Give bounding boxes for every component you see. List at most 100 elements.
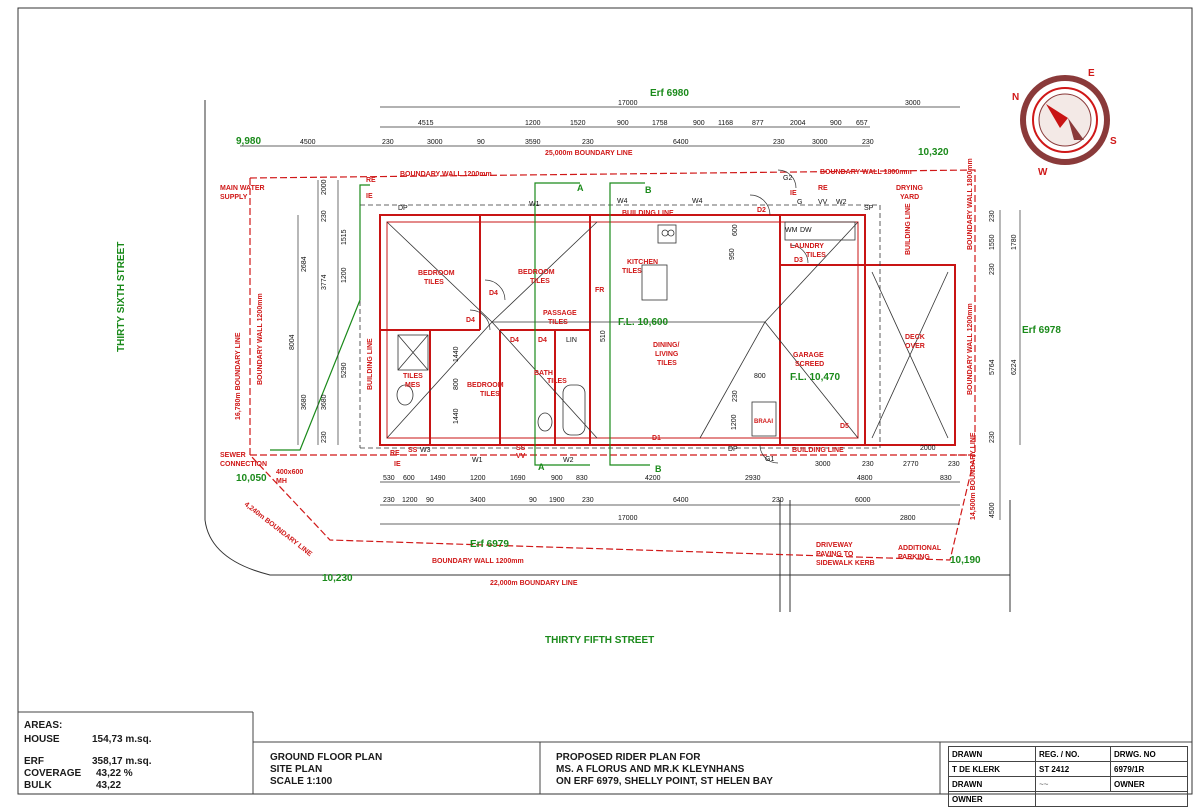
dim: 230: [582, 139, 594, 146]
dim: 90: [529, 497, 537, 504]
tag: W3: [420, 447, 431, 454]
dim: 1200: [402, 497, 418, 504]
site-boundary: [249, 169, 976, 561]
tag: D4: [489, 290, 498, 297]
dimension-lines: [240, 106, 1021, 525]
section-b-top: B: [645, 185, 652, 195]
level-sw: 10,050: [236, 473, 267, 484]
room-bedroom1-l1: BEDROOM: [418, 270, 455, 277]
tag: W4: [617, 198, 628, 205]
tag: W4: [692, 198, 703, 205]
room-tilesmes-l1: TILES: [403, 373, 423, 380]
additional-line2: PARKING: [898, 554, 930, 561]
dim: 230: [862, 461, 874, 468]
boundary-wall-right-lower: BOUNDARY WALL 1200mm: [967, 303, 974, 395]
main-water-label: MAIN WATER: [220, 185, 265, 192]
connection-label: CONNECTION: [220, 461, 267, 468]
dim: 1490: [430, 475, 446, 482]
building-line-bottom: BUILDING LINE: [792, 447, 844, 454]
building-line-left: BUILDING LINE: [367, 338, 374, 390]
dim: 4515: [418, 120, 434, 127]
dim: 1440: [453, 408, 460, 424]
dim: 3590: [525, 139, 541, 146]
compass-w: W: [1038, 167, 1048, 178]
room-kitchen-l2: TILES: [622, 268, 642, 275]
dim: 230: [989, 210, 996, 222]
dim: 6224: [1011, 359, 1018, 375]
room-bedroom3-l2: TILES: [480, 391, 500, 398]
dim: 900: [693, 120, 705, 127]
row3-drawn: DRAWN: [948, 776, 1036, 792]
title-block-frames: [18, 711, 1192, 794]
dim-left-col: 2000 230 1515 2684 1200 3774 8004 5290 3…: [289, 179, 348, 443]
signature-cell: ~~: [1034, 776, 1112, 792]
dim: 3680: [321, 394, 328, 410]
window-tags: W1 W1 W2 W2 W3 W4 W4: [420, 198, 847, 464]
boundary-wall-bottom: BOUNDARY WALL 1200mm: [432, 558, 524, 565]
dim: 1690: [510, 475, 526, 482]
dim: 3680: [301, 394, 308, 410]
boundary-wall-top: BOUNDARY WALL 1200mm: [400, 171, 492, 178]
tag: G2: [783, 175, 792, 182]
sewer-label: SEWER: [220, 452, 246, 459]
erf-north-label: Erf 6980: [650, 88, 689, 99]
tag: D3: [794, 257, 803, 264]
boundary-wall-top-right: BOUNDARY WALL 1800mm: [820, 169, 912, 176]
tag: WM: [785, 227, 798, 234]
dim: 1200: [525, 120, 541, 127]
laundry-counter: [784, 221, 856, 241]
tag: DW: [800, 227, 812, 234]
room-dining-l3: TILES: [657, 360, 677, 367]
section-a-top: A: [577, 183, 584, 193]
dim: 4500: [300, 139, 316, 146]
dim: 90: [426, 497, 434, 504]
owner-signature-cell: [1034, 791, 1189, 807]
tag: IE: [790, 190, 797, 197]
plan-subtitle: SITE PLAN: [270, 764, 323, 775]
dim: 657: [856, 120, 868, 127]
dim: 2930: [745, 475, 761, 482]
level-se: 10,190: [950, 555, 981, 566]
dim-top-row1: 4515 1200 1520 900 1758 900 1168 877 200…: [418, 120, 868, 127]
dim: 4500: [989, 502, 996, 518]
dim: 1515: [341, 229, 348, 245]
dim: 2770: [903, 461, 919, 468]
roof-diagonals: [386, 221, 949, 439]
dim-bottom-extra-b: 2000: [920, 445, 936, 452]
dim: 230: [382, 139, 394, 146]
tag: SP: [864, 205, 874, 212]
bulk-label: BULK: [24, 780, 52, 791]
floor-level-garage: F.L. 10,470: [790, 372, 840, 383]
drying-label: DRYING: [896, 185, 924, 192]
dim: 1780: [1011, 234, 1018, 250]
room-dining-l1: DINING/: [653, 342, 680, 349]
dim-top-overall: 17000: [618, 100, 638, 107]
boundary-wall-left: BOUNDARY WALL 1200mm: [257, 293, 264, 385]
tag: W2: [836, 199, 847, 206]
tag: VV: [818, 199, 828, 206]
dim: 1440: [453, 346, 460, 362]
dim: 877: [752, 120, 764, 127]
braai-icon: [751, 401, 777, 437]
dim: 230: [989, 431, 996, 443]
additional-line1: ADDITIONAL: [898, 545, 942, 552]
compass-rose: [1020, 75, 1110, 165]
driveway-line2: PAVING TO: [816, 551, 854, 558]
dim: 230: [732, 390, 739, 402]
erf-area-value: 358,17 m.sq.: [92, 756, 152, 767]
dim-inner: 950 600 800 1200 230 1440 800 1440 510: [453, 224, 766, 430]
dim: 950: [729, 248, 736, 260]
dim-top-overall-b: 3000: [905, 100, 921, 107]
building-line-top: BUILDING LINE: [622, 210, 674, 217]
building-line-right: BUILDING LINE: [905, 203, 912, 255]
dim: 6400: [673, 497, 689, 504]
tag: VV: [516, 453, 526, 460]
areas-title: AREAS:: [24, 720, 63, 731]
table-row: DRAWN REG. / NO. DRWG. NO: [948, 746, 1188, 762]
tag: LIN: [566, 337, 577, 344]
tag: RE: [390, 450, 400, 457]
project-line2: MS. A FLORUS AND MR.K KLEYNHANS: [556, 764, 745, 775]
dim: 830: [940, 475, 952, 482]
room-passage-l1: PASSAGE: [543, 310, 577, 317]
